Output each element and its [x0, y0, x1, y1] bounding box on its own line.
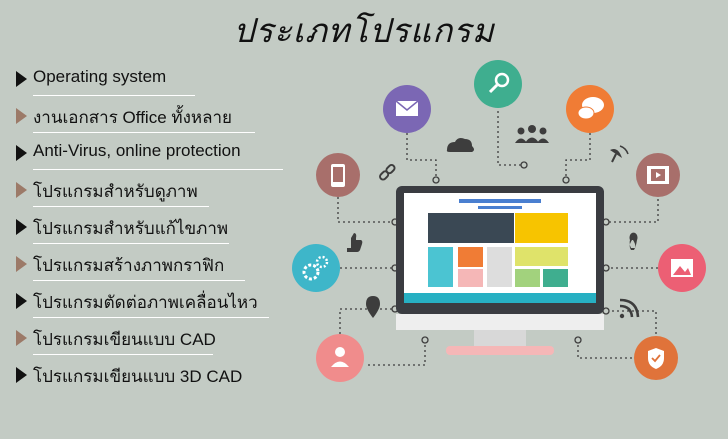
- group-icon: [515, 125, 549, 143]
- list-item: โปรแกรมสำหรับแก้ไขภาพ: [12, 212, 282, 249]
- page-title: ประเภทโปรแกรม: [233, 11, 495, 50]
- program-type-list: Operating system งานเอกสาร Office ทั้งหล…: [12, 64, 283, 397]
- list-item-label: โปรแกรมตัดต่อภาพเคลื่อนไหว: [33, 293, 258, 312]
- list-item-label: โปรแกรมสำหรับดูภาพ: [33, 182, 198, 201]
- bullet-arrow-icon: [16, 145, 27, 161]
- search-icon: [474, 60, 522, 108]
- list-item: โปรแกรมตัดต่อภาพเคลื่อนไหว: [12, 286, 282, 323]
- bullet-arrow-icon: [16, 256, 27, 272]
- user-icon: [316, 334, 364, 382]
- divider: [33, 169, 283, 170]
- bullet-arrow-icon: [16, 330, 27, 346]
- mail-icon: [383, 85, 431, 133]
- monitor: [396, 186, 604, 355]
- list-item-label: Anti-Virus, online protection: [33, 141, 241, 160]
- settings-icon: [292, 244, 340, 292]
- list-item-label: โปรแกรมสำหรับแก้ไขภาพ: [33, 219, 229, 238]
- list-item: งานเอกสาร Office ทั้งหลาย: [12, 101, 282, 138]
- list-item: Anti-Virus, online protection: [12, 138, 283, 175]
- list-item-label: งานเอกสาร Office ทั้งหลาย: [33, 108, 233, 127]
- decorative-glyphs: [347, 125, 640, 319]
- link-icon: [379, 164, 396, 181]
- divider: [33, 206, 209, 207]
- list-item: โปรแกรมสำหรับดูภาพ: [12, 175, 282, 212]
- chat-icon: [566, 85, 614, 133]
- list-item-label: Operating system: [33, 67, 167, 86]
- list-item: โปรแกรมเขียนแบบ 3D CAD: [12, 360, 282, 397]
- list-item: Operating system: [12, 64, 282, 101]
- bullet-arrow-icon: [16, 71, 27, 87]
- bullet-arrow-icon: [16, 219, 27, 235]
- divider: [33, 280, 245, 281]
- mobile-icon: [316, 153, 360, 197]
- divider: [33, 317, 269, 318]
- bullet-arrow-icon: [16, 367, 27, 383]
- shield-icon: [634, 336, 678, 380]
- list-item: โปรแกรมสร้างภาพกราฟิก: [12, 249, 282, 286]
- divider: [33, 132, 255, 133]
- divider: [33, 354, 213, 355]
- image-icon: [658, 244, 706, 292]
- list-item: โปรแกรมเขียนแบบ CAD: [12, 323, 282, 360]
- thumbs-up-icon: [347, 233, 363, 252]
- divider: [33, 95, 195, 96]
- bullet-arrow-icon: [16, 182, 27, 198]
- list-item-label: โปรแกรมเขียนแบบ 3D CAD: [33, 367, 243, 386]
- lightbulb-icon: [629, 232, 638, 250]
- film-icon: [636, 153, 680, 197]
- bullet-arrow-icon: [16, 293, 27, 309]
- list-item-label: โปรแกรมสร้างภาพกราฟิก: [33, 256, 225, 275]
- location-pin-icon: [366, 296, 380, 318]
- cloud-icon: [446, 138, 474, 152]
- bullet-arrow-icon: [16, 108, 27, 124]
- list-item-label: โปรแกรมเขียนแบบ CAD: [33, 330, 216, 349]
- divider: [33, 243, 229, 244]
- rss-icon: [619, 298, 640, 319]
- satellite-dish-icon: [610, 145, 629, 163]
